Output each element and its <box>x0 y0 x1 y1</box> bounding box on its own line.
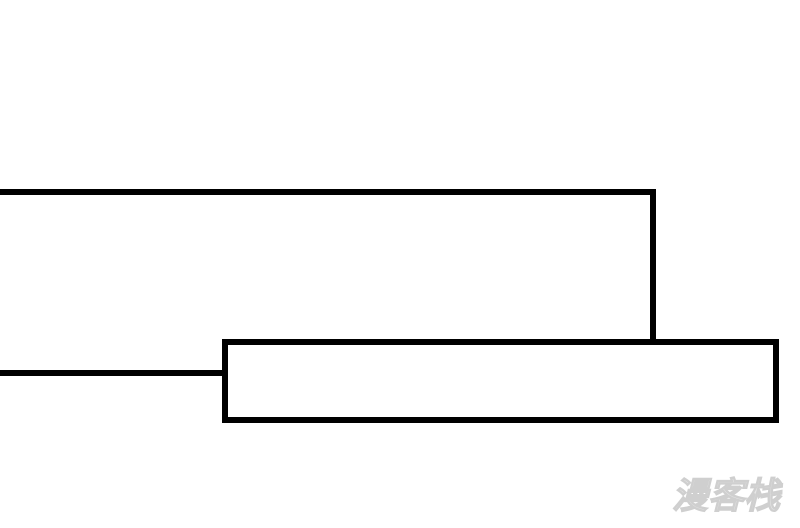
comic-panel-upper-frame <box>0 189 656 341</box>
comic-panel-caption-box <box>222 339 779 423</box>
comic-panel-divider-line <box>0 370 226 376</box>
watermark-logo-text: 漫客栈 <box>672 476 783 517</box>
manga-site-logo-icon: 漫客栈 <box>671 475 783 517</box>
